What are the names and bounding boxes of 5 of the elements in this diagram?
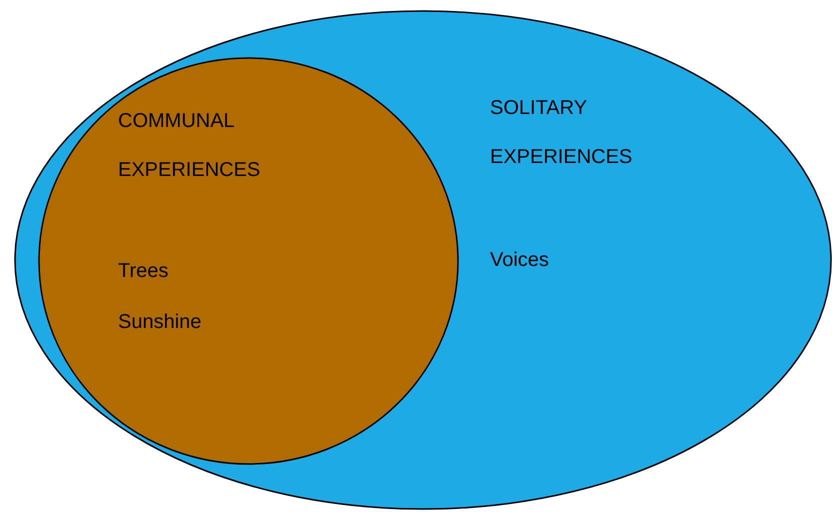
- set-item: Sunshine: [118, 310, 202, 334]
- set-item: Trees: [118, 259, 170, 283]
- set-heading: SOLITARY EXPERIENCES: [490, 96, 634, 170]
- set-heading: COMMUNAL EXPERIENCES: [118, 109, 262, 183]
- set-item: Voices: [490, 248, 550, 272]
